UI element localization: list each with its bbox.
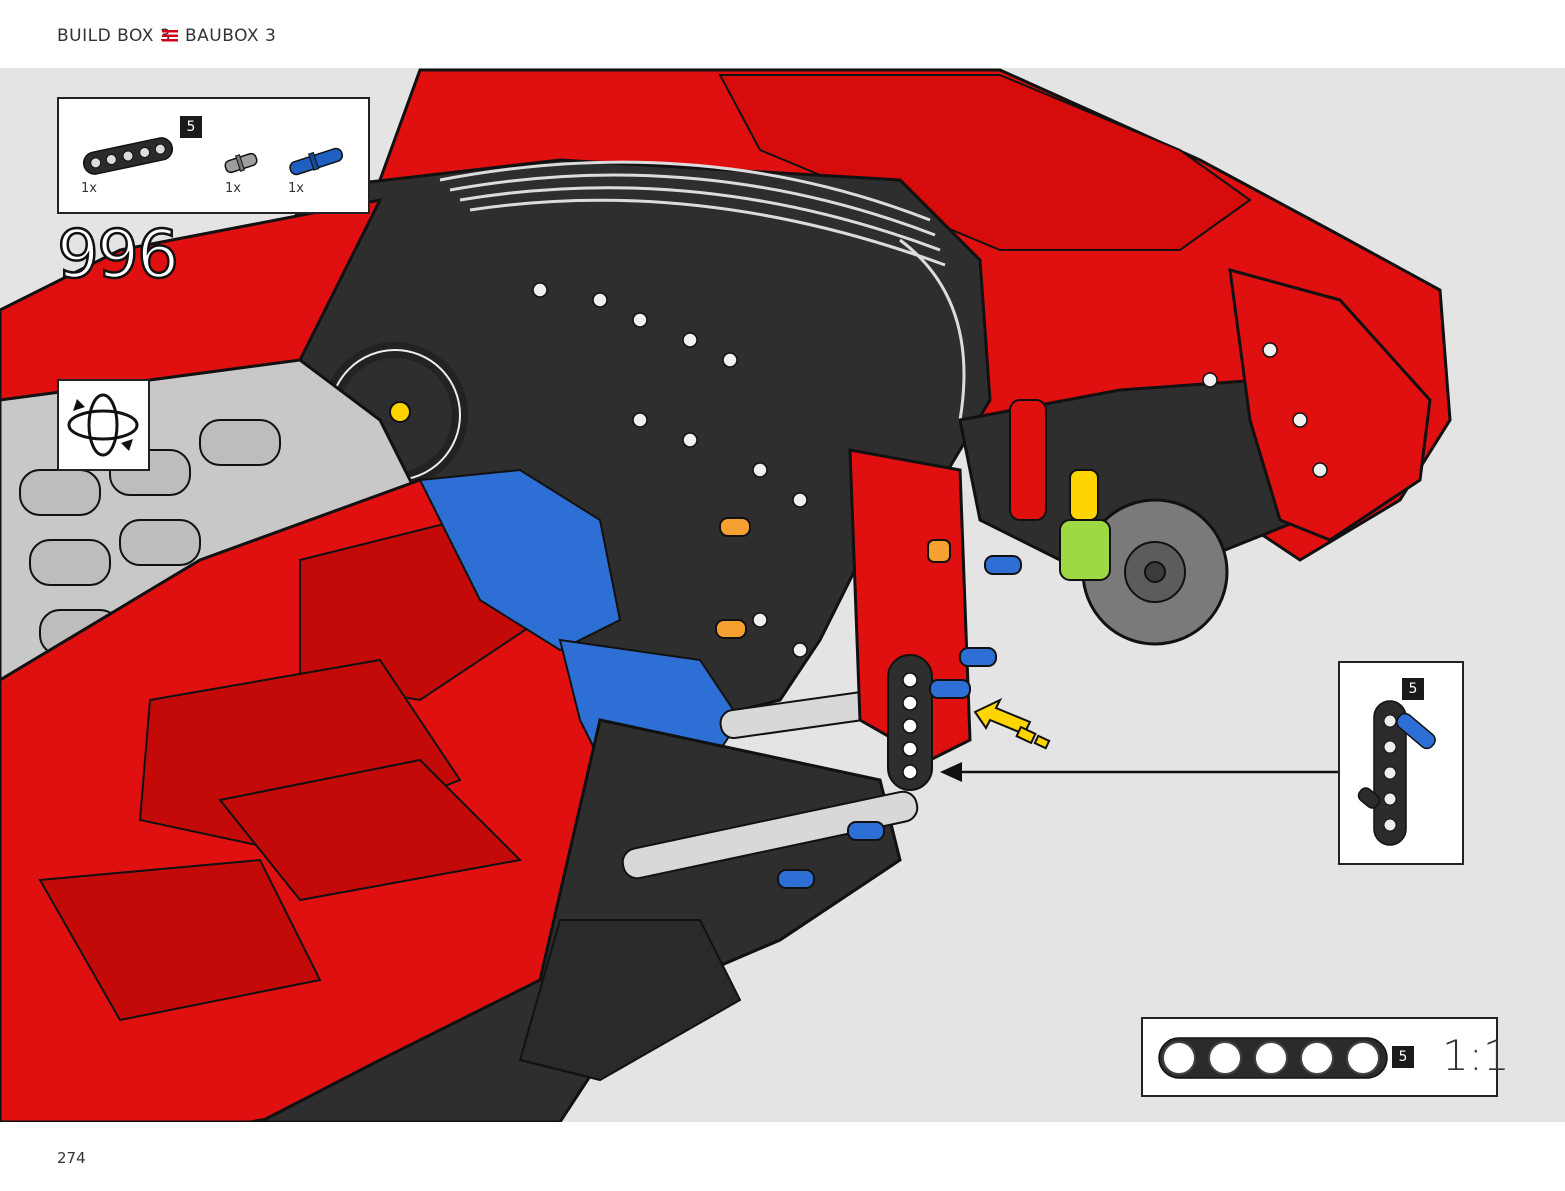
callout-beam-with-pin-icon	[1357, 700, 1436, 846]
header-separator-icon	[162, 30, 178, 42]
rotate-model-icon	[67, 393, 139, 457]
scale-reference-box: 5 1:1	[1141, 1017, 1510, 1097]
rotate-model-box	[57, 379, 150, 471]
parts-qty-blue-pin: 1x	[288, 181, 304, 196]
parts-list-box: 5 1x 1x 1x	[57, 97, 370, 214]
detail-callout-box: 5	[1338, 661, 1464, 865]
blue-axle-pin-icon	[289, 147, 344, 176]
scale-badge: 5	[1392, 1046, 1414, 1068]
parts-qty-grey-pin: 1x	[225, 181, 241, 196]
yellow-insert-arrow-icon	[973, 697, 1051, 750]
grey-pin-icon	[224, 152, 258, 174]
instruction-stage	[0, 68, 1565, 1122]
page-number: 274	[57, 1149, 86, 1167]
step-number: 996	[56, 216, 180, 293]
scale-label: 1:1	[1442, 1031, 1510, 1080]
car-model-illustration	[0, 68, 1452, 1122]
page-header: BUILD BOX 3 BAUBOX 3	[0, 0, 1565, 68]
parts-list-badge: 5	[180, 116, 202, 138]
header-build-box-en: BUILD BOX 3	[57, 26, 172, 46]
beam-5-scale-icon	[1158, 1037, 1388, 1079]
parts-qty-beam: 1x	[81, 181, 97, 196]
header-build-box-de: BAUBOX 3	[185, 26, 277, 46]
detail-callout-badge: 5	[1402, 678, 1424, 700]
black-beam-5-icon	[82, 137, 174, 175]
